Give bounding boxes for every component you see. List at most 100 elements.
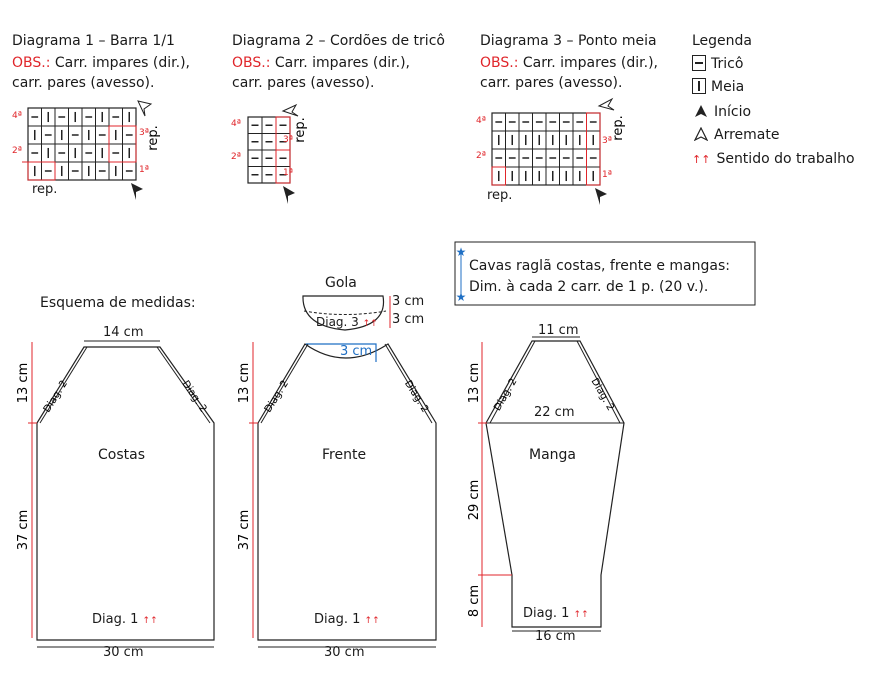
- diagram-1-rep-side: rep.: [146, 125, 161, 150]
- arrows-icon: ↑↑: [142, 616, 158, 626]
- diagram-1-obs-line2: carr. pares (avesso).: [12, 75, 155, 91]
- inicio-icon: [283, 186, 295, 204]
- legend-item-sentido: ↑↑ Sentido do trabalho: [692, 151, 855, 168]
- diagram-2-obs-line2: carr. pares (avesso).: [232, 75, 375, 91]
- diagram-3-obs: OBS.: Carr. impares (dir.),: [480, 55, 658, 71]
- frente-diag-right: Diag. 2: [402, 379, 430, 415]
- frente-bottom-width: 30 cm: [324, 645, 365, 660]
- manga-diag-right: Diag. 2: [588, 377, 615, 413]
- diagram-2-rep-side: rep.: [293, 117, 308, 142]
- diagram-1-obs: OBS.: Carr. impares (dir.),: [12, 55, 190, 71]
- row-label: 2ª: [476, 151, 486, 161]
- raglan-note-box: [454, 241, 756, 306]
- frente-label: Frente: [322, 447, 367, 463]
- legend-item-trico: Tricô: [692, 55, 743, 72]
- diagram-1-title: Diagrama 1 – Barra 1/1: [12, 33, 175, 49]
- legend-item-arremate: Arremate: [693, 126, 780, 143]
- manga-raglan-height: 13 cm: [467, 363, 482, 404]
- gola-height-1: 3 cm: [392, 294, 425, 309]
- legend-item-meia: Meia: [692, 78, 744, 95]
- costas-label: Costas: [98, 447, 145, 463]
- diag-label: Diag. 1: [92, 612, 139, 627]
- raglan-note-line1: Cavas raglã costas, frente e mangas:: [469, 258, 730, 274]
- arrows-icon: ↑↑: [573, 610, 589, 620]
- raglan-note-line2: Dim. à cada 2 carr. de 1 p. (20 v.).: [469, 279, 709, 295]
- row-label: 4ª: [231, 119, 241, 129]
- diag-label: Diag. 1: [523, 606, 570, 621]
- legend-item-inicio: Início: [694, 104, 751, 120]
- frente-diag-left: Diag. 2: [263, 379, 291, 415]
- legend-title: Legenda: [692, 33, 753, 49]
- manga-top-width: 11 cm: [538, 323, 579, 338]
- star-icon: ★: [456, 290, 467, 304]
- arremate-icon: [137, 100, 153, 117]
- frente-piece: [249, 342, 437, 648]
- frente-neck-depth: 3 cm: [340, 344, 373, 359]
- legend-label: Arremate: [714, 127, 780, 143]
- row-label: 2ª: [12, 146, 22, 156]
- frente-diag-bottom: Diag. 1 ↑↑: [314, 612, 380, 627]
- diagram-3-title: Diagrama 3 – Ponto meia: [480, 33, 657, 49]
- inicio-icon: [595, 188, 607, 205]
- manga-mid-width: 22 cm: [534, 405, 575, 420]
- diag-label: Diag. 1: [314, 612, 361, 627]
- row-label: 2ª: [231, 152, 241, 162]
- manga-diag-bottom: Diag. 1 ↑↑: [523, 606, 589, 621]
- arremate-icon: [693, 126, 709, 142]
- sentido-icon: ↑↑: [692, 153, 711, 166]
- obs-text: Carr. impares (dir.),: [522, 55, 658, 71]
- diagram-3-obs-line2: carr. pares (avesso).: [480, 75, 623, 91]
- meia-icon: [692, 78, 706, 94]
- costas-top-width: 14 cm: [103, 325, 144, 340]
- schema-title: Esquema de medidas:: [40, 295, 196, 311]
- arremate-icon: [597, 97, 615, 111]
- diagram-3-rep-bottom: rep.: [487, 188, 513, 203]
- costas-diag-left: Diag. 2: [42, 379, 70, 415]
- legend-label: Sentido do trabalho: [716, 151, 855, 167]
- manga-piece: [478, 336, 625, 632]
- costas-piece: [28, 340, 215, 648]
- gola-label: Gola: [325, 275, 357, 291]
- gola-height-2: 3 cm: [392, 312, 425, 327]
- diagram-3-rep-side: rep.: [611, 115, 626, 140]
- row-mark: 1ª: [602, 170, 612, 180]
- legend-label: Início: [714, 104, 752, 120]
- manga-cuff-height: 8 cm: [467, 585, 482, 617]
- frente-body-height: 37 cm: [237, 510, 252, 551]
- manga-body-height: 29 cm: [467, 480, 482, 521]
- row-mark: 3ª: [602, 136, 612, 146]
- arrows-icon: ↑↑: [362, 319, 378, 329]
- legend-label: Meia: [711, 79, 745, 95]
- costas-diag-bottom: Diag. 1 ↑↑: [92, 612, 158, 627]
- obs-text: Carr. impares (dir.),: [274, 55, 410, 71]
- row-label: 4ª: [12, 111, 22, 121]
- legend-label: Tricô: [711, 56, 744, 72]
- diagram-2-title: Diagrama 2 – Cordões de tricô: [232, 33, 445, 49]
- row-mark: 1ª: [283, 168, 293, 178]
- row-mark: 1ª: [139, 165, 149, 175]
- costas-bottom-width: 30 cm: [103, 645, 144, 660]
- obs-label: OBS.:: [480, 55, 519, 71]
- manga-label: Manga: [529, 447, 576, 463]
- diagram-2-obs: OBS.: Carr. impares (dir.),: [232, 55, 410, 71]
- row-label: 4ª: [476, 116, 486, 126]
- arremate-icon: [281, 103, 299, 117]
- star-icon: ★: [456, 245, 467, 259]
- trico-icon: [692, 55, 706, 71]
- diagram-2-grid: [247, 103, 299, 204]
- diagram-1-grid: [22, 100, 153, 200]
- inicio-icon: [695, 105, 707, 117]
- manga-diag-left: Diag. 2: [492, 377, 519, 413]
- gola-diag: Diag. 3 ↑↑: [316, 315, 378, 329]
- diagram-1-rep-bottom: rep.: [32, 182, 58, 197]
- diagram-3-grid: [491, 97, 615, 205]
- frente-raglan-height: 13 cm: [237, 363, 252, 404]
- row-mark: 3ª: [139, 128, 149, 138]
- row-mark: 3ª: [283, 135, 293, 145]
- obs-label: OBS.:: [12, 55, 51, 71]
- arrows-icon: ↑↑: [364, 616, 380, 626]
- manga-bottom-width: 16 cm: [535, 629, 576, 644]
- costas-body-height: 37 cm: [16, 510, 31, 551]
- gola-piece: [302, 295, 391, 331]
